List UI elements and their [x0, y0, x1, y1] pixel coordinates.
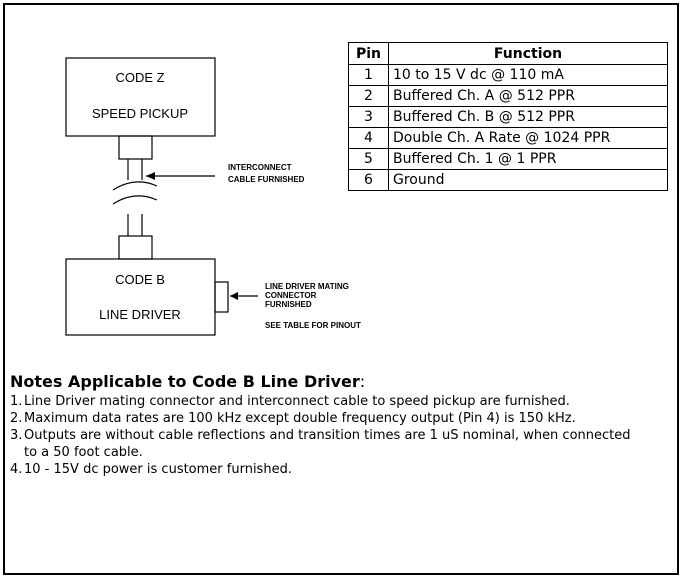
table-row: 2 Buffered Ch. A @ 512 PPR	[348, 85, 668, 107]
arrow-head-icon	[146, 172, 155, 180]
table-row: 4 Double Ch. A Rate @ 1024 PPR	[348, 127, 668, 149]
note-number: 4.	[10, 462, 23, 477]
speed-pickup-label: SPEED PICKUP	[92, 106, 188, 121]
pin-function: Buffered Ch. 1 @ 1 PPR	[388, 148, 668, 170]
pin-number: 3	[348, 106, 389, 128]
mating-connector	[214, 281, 229, 313]
notes-heading-text: Notes Applicable to Code B Line Driver	[10, 372, 360, 391]
line-driver-code: CODE B	[115, 272, 165, 287]
arrow-head-icon	[230, 292, 238, 300]
speed-pickup-code: CODE Z	[115, 70, 164, 85]
figure-frame	[3, 3, 679, 575]
list-item: 2. Maximum data rates are 100 kHz except…	[10, 410, 680, 427]
pin-number: 1	[348, 64, 389, 86]
list-item: 1. Line Driver mating connector and inte…	[10, 393, 680, 410]
notes-heading-colon: :	[359, 372, 366, 391]
note-text: Line Driver mating connector and interco…	[24, 394, 570, 409]
list-item: 4. 10 - 15V dc power is customer furnish…	[10, 461, 680, 478]
pin-number: 6	[348, 169, 389, 191]
pin-number: 5	[348, 148, 389, 170]
pin-function: Double Ch. A Rate @ 1024 PPR	[388, 127, 668, 149]
table-row: 3 Buffered Ch. B @ 512 PPR	[348, 106, 668, 128]
cable-label-line2: CABLE FURNISHED	[228, 175, 305, 184]
pin-function: Buffered Ch. A @ 512 PPR	[388, 85, 668, 107]
function-column-header: Function	[388, 42, 668, 65]
pinout-note: SEE TABLE FOR PINOUT	[265, 321, 361, 330]
table-row: 1 10 to 15 V dc @ 110 mA	[348, 64, 668, 86]
notes-heading: Notes Applicable to Code B Line Driver:	[10, 372, 680, 391]
pin-function: 10 to 15 V dc @ 110 mA	[388, 64, 668, 86]
note-text: Maximum data rates are 100 kHz except do…	[24, 411, 576, 426]
pin-function: Buffered Ch. B @ 512 PPR	[388, 106, 668, 128]
driver-cable-connector	[118, 235, 153, 260]
pin-column-header: Pin	[348, 42, 389, 65]
table-row: 5 Buffered Ch. 1 @ 1 PPR	[348, 148, 668, 170]
connector-label-line1: LINE DRIVER MATING	[265, 282, 349, 291]
note-text: Outputs are without cable reflections an…	[24, 428, 631, 460]
line-driver-box	[65, 258, 216, 336]
note-number: 3.	[10, 428, 23, 443]
pinout-table: Pin Function 1 10 to 15 V dc @ 110 mA 2 …	[348, 42, 668, 191]
pin-function: Ground	[388, 169, 668, 191]
connector-label-line2: CONNECTOR	[265, 291, 317, 300]
pickup-connector	[118, 135, 153, 160]
connector-label-line3: FURNISHED	[265, 300, 312, 309]
table-header-row: Pin Function	[348, 42, 668, 65]
notes-section: Notes Applicable to Code B Line Driver: …	[10, 372, 680, 478]
cable-label-line1: INTERCONNECT	[228, 163, 292, 172]
table-row: 6 Ground	[348, 169, 668, 191]
line-driver-label: LINE DRIVER	[99, 307, 181, 322]
note-number: 2.	[10, 411, 23, 426]
list-item: 3. Outputs are without cable reflections…	[10, 427, 680, 461]
note-text: 10 - 15V dc power is customer furnished.	[24, 462, 292, 477]
note-number: 1.	[10, 394, 23, 409]
notes-list: 1. Line Driver mating connector and inte…	[10, 393, 680, 478]
interconnect-cable	[112, 159, 158, 236]
pin-number: 4	[348, 127, 389, 149]
pin-number: 2	[348, 85, 389, 107]
